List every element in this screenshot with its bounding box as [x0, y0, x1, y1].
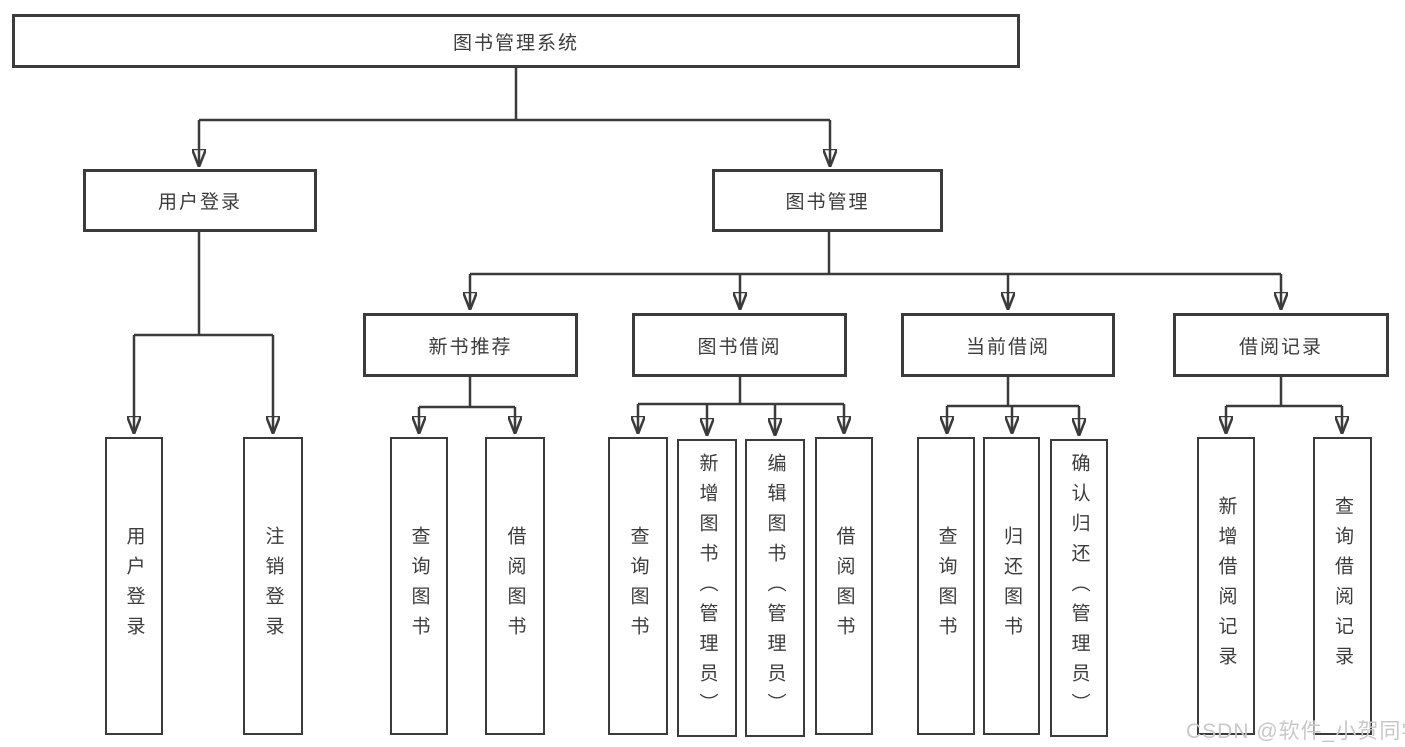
- connector-records-to-leaves: [1226, 377, 1342, 433]
- leaf-return-books-label: 归还图书: [1001, 526, 1022, 646]
- node-new-book-recommend: 新书推荐: [363, 313, 578, 377]
- leaf-query-books-borrow: 查询图书: [608, 437, 668, 735]
- node-root: 图书管理系统: [12, 14, 1020, 68]
- node-current-borrow-label: 当前借阅: [965, 336, 1050, 358]
- leaf-query-borrow-record-label: 查询借阅记录: [1332, 496, 1353, 676]
- node-book-management-label: 图书管理: [785, 192, 870, 213]
- leaf-add-book-admin: 新增图书（管理员）: [677, 439, 737, 737]
- connector-userlogin-to-leaves: [134, 232, 273, 433]
- node-book-borrow-label: 图书借阅: [697, 336, 782, 358]
- leaf-return-books: 归还图书: [983, 437, 1040, 735]
- leaf-logout: 注销登录: [243, 437, 303, 735]
- leaf-edit-book-admin-label: 编辑图书（管理员）: [764, 453, 786, 723]
- leaf-add-borrow-record-label: 新增借阅记录: [1215, 496, 1237, 676]
- leaf-user-login-label: 用户登录: [123, 526, 145, 646]
- node-user-login: 用户登录: [83, 169, 317, 232]
- node-user-login-label: 用户登录: [157, 192, 242, 213]
- leaf-borrow-books-recommend-label: 借阅图书: [504, 526, 526, 646]
- leaf-logout-label: 注销登录: [262, 526, 284, 646]
- leaf-user-login: 用户登录: [105, 437, 163, 735]
- node-root-label: 图书管理系统: [452, 32, 579, 54]
- leaf-borrow-books-label: 借阅图书: [833, 526, 855, 646]
- leaf-add-borrow-record: 新增借阅记录: [1197, 437, 1255, 735]
- leaf-query-books-current: 查询图书: [917, 437, 975, 735]
- node-borrow-records: 借阅记录: [1173, 313, 1389, 377]
- node-new-book-recommend-label: 新书推荐: [428, 336, 513, 358]
- node-borrow-records-label: 借阅记录: [1238, 336, 1323, 358]
- connector-bookmgmt-to-level2: [470, 232, 1281, 309]
- connector-borrow-to-leaves: [638, 377, 844, 435]
- leaf-confirm-return-admin: 确认归还（管理员）: [1050, 439, 1108, 737]
- leaf-query-books-recommend-label: 查询图书: [408, 526, 430, 646]
- leaf-query-books-recommend: 查询图书: [390, 437, 448, 735]
- connector-current-to-leaves: [947, 377, 1079, 435]
- leaf-edit-book-admin: 编辑图书（管理员）: [745, 439, 805, 737]
- leaf-query-books-current-label: 查询图书: [935, 526, 957, 646]
- leaf-borrow-books: 借阅图书: [815, 437, 873, 735]
- leaf-query-books-borrow-label: 查询图书: [627, 526, 649, 646]
- leaf-add-book-admin-label: 新增图书（管理员）: [696, 453, 718, 723]
- connector-root-to-level1: [199, 68, 830, 166]
- connector-newbook-to-leaves: [419, 377, 515, 433]
- node-book-management: 图书管理: [712, 169, 943, 232]
- node-current-borrow: 当前借阅: [901, 313, 1115, 377]
- leaf-query-borrow-record: 查询借阅记录: [1313, 437, 1372, 735]
- csdn-watermark: CSDN @软件_小贺同学: [1186, 720, 1405, 743]
- leaf-confirm-return-admin-label: 确认归还（管理员）: [1068, 453, 1090, 723]
- leaf-borrow-books-recommend: 借阅图书: [485, 437, 545, 735]
- node-book-borrow: 图书借阅: [632, 313, 847, 377]
